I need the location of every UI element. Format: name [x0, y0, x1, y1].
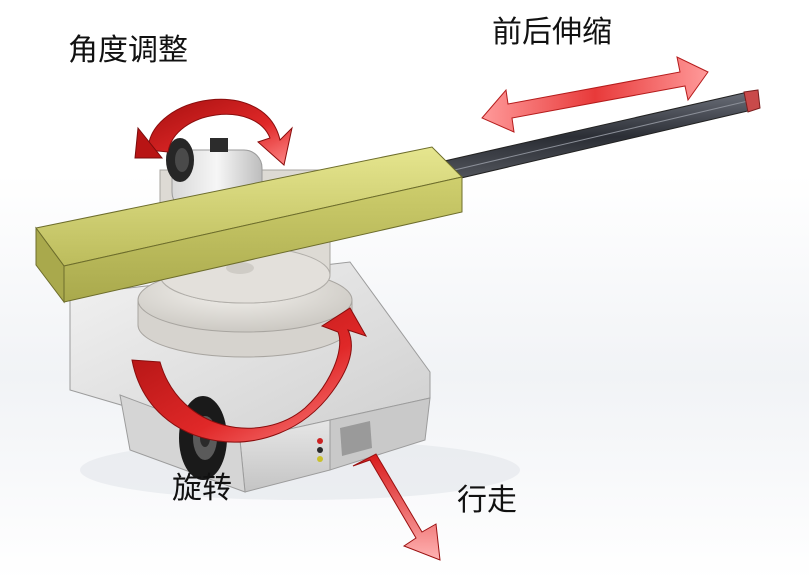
- telescopic-arrow: [481, 56, 709, 133]
- telescopic-label: 前后伸缩: [492, 15, 612, 50]
- travel-arrow: [352, 453, 441, 561]
- travel-label: 行走: [457, 483, 517, 518]
- indicator-light-red: [317, 438, 323, 444]
- rotate-arrow: [131, 307, 368, 443]
- rotate-label: 旋转: [172, 471, 232, 506]
- angle-adjust-label: 角度调整: [68, 33, 188, 68]
- indicator-light-dark: [317, 447, 323, 453]
- indicator-light-yellow: [317, 456, 323, 462]
- telescopic-rail: [439, 89, 761, 183]
- arm-beam: [35, 146, 463, 304]
- angle-adjust-arrow: [134, 98, 293, 166]
